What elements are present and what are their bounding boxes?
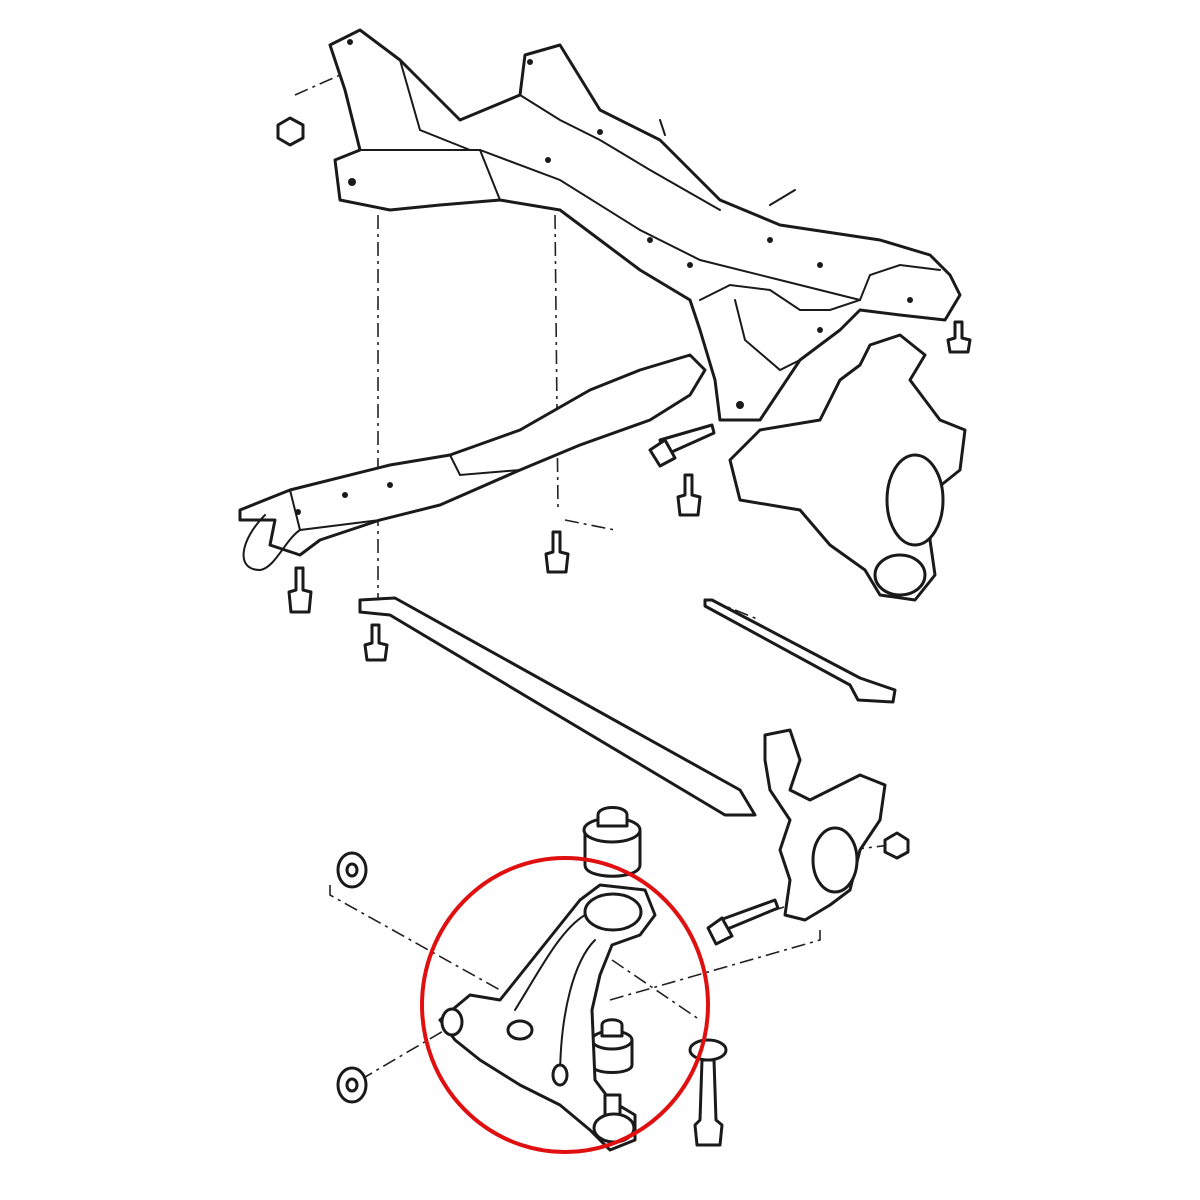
nut-icon	[883, 831, 910, 860]
ball-joint	[592, 1093, 636, 1144]
bolt-icon	[688, 1038, 728, 1147]
tie-bar-left	[358, 596, 757, 817]
lower-control-arm	[438, 883, 657, 1152]
bolt-icon	[544, 530, 570, 574]
highlight-circle	[420, 856, 710, 1154]
bolt-icon	[648, 423, 716, 468]
steering-knuckle-lower	[763, 728, 887, 922]
bushing-small	[590, 1018, 634, 1074]
washer-icon	[336, 851, 368, 889]
steering-knuckle-upper	[728, 333, 967, 602]
bushing-large	[582, 806, 642, 878]
bolt-icon	[287, 566, 313, 614]
bolt-icon	[706, 898, 780, 946]
bolt-icon	[363, 623, 389, 662]
nut-icon	[276, 116, 305, 147]
front-subframe	[328, 28, 962, 422]
tie-bar-right	[703, 598, 897, 704]
bolt-icon	[676, 473, 702, 517]
lower-crossmember	[238, 353, 707, 572]
fasteners	[276, 116, 972, 1147]
bolt-icon	[946, 320, 972, 354]
washer-icon	[336, 1066, 368, 1104]
